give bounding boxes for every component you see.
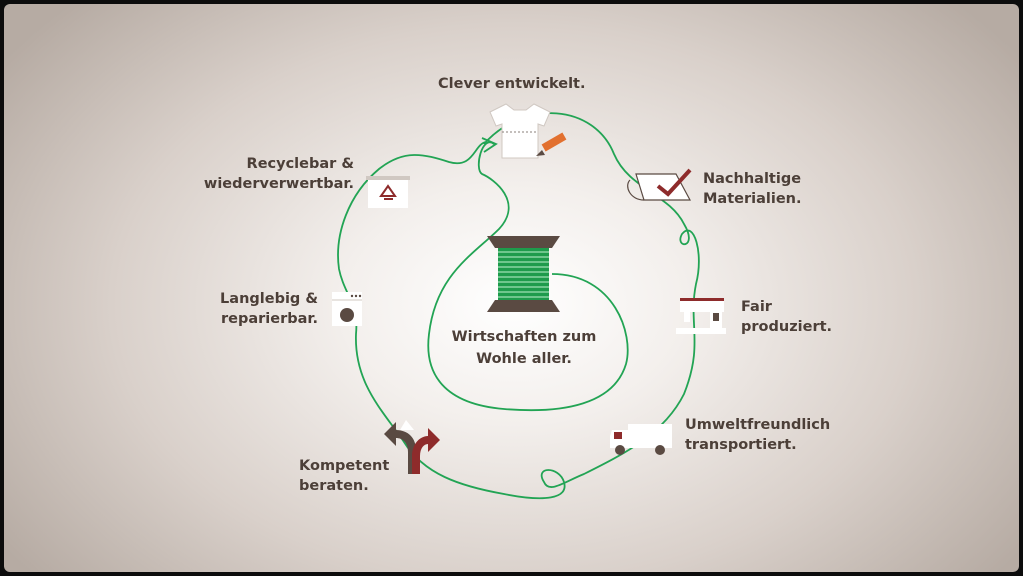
center-title-line: Wohle aller. xyxy=(476,351,572,367)
diverging-arrows-icon xyxy=(384,420,440,474)
step-label-materialien: Nachhaltige Materialien. xyxy=(703,169,802,209)
step-label-line: Clever entwickelt. xyxy=(438,76,586,92)
diagram-canvas: Clever entwickelt. Nachhaltige Materiali… xyxy=(4,4,1019,572)
step-label-line: Kompetent xyxy=(299,458,390,474)
step-label-line: Umweltfreundlich xyxy=(685,417,831,433)
thread-cycle-diagram xyxy=(332,103,726,500)
step-label-line: Langlebig & xyxy=(220,291,318,307)
step-label-reparierbar: Langlebig & reparierbar. xyxy=(184,289,318,329)
center-title-line: Wirtschaften zum xyxy=(451,329,597,345)
thread-arrowhead xyxy=(481,137,498,153)
step-label-beraten: Kompetent beraten. xyxy=(299,456,389,496)
step-label-recyclebar: Recyclebar & wiederverwertbar. xyxy=(164,154,354,194)
step-label-line: reparierbar. xyxy=(220,311,318,327)
step-label-line: produziert. xyxy=(741,319,833,335)
step-label-line: Materialien. xyxy=(703,191,802,207)
recycle-bin-icon xyxy=(366,176,410,208)
thread-path xyxy=(337,112,700,500)
center-title: Wirtschaften zum Wohle aller. xyxy=(444,326,604,370)
inner-thread-path xyxy=(427,141,629,412)
washing-machine-icon xyxy=(332,292,362,326)
step-label-line: Nachhaltige xyxy=(703,171,802,187)
step-label-produziert: Fair produziert. xyxy=(741,297,832,337)
tshirt-pencil-icon xyxy=(489,103,567,159)
fabric-checkmark-icon xyxy=(627,168,692,201)
step-label-entwickelt: Clever entwickelt. xyxy=(438,74,585,94)
step-label-line: transportiert. xyxy=(685,437,797,453)
step-label-transportiert: Umweltfreundlich transportiert. xyxy=(685,415,830,455)
step-label-line: wiederverwertbar. xyxy=(203,176,354,192)
step-label-line: beraten. xyxy=(299,478,369,494)
thread-spool-icon xyxy=(487,236,560,312)
sewing-machine-icon xyxy=(676,298,726,334)
truck-icon xyxy=(610,424,672,455)
step-label-line: Recyclebar & xyxy=(246,156,354,172)
step-label-line: Fair xyxy=(741,299,772,315)
